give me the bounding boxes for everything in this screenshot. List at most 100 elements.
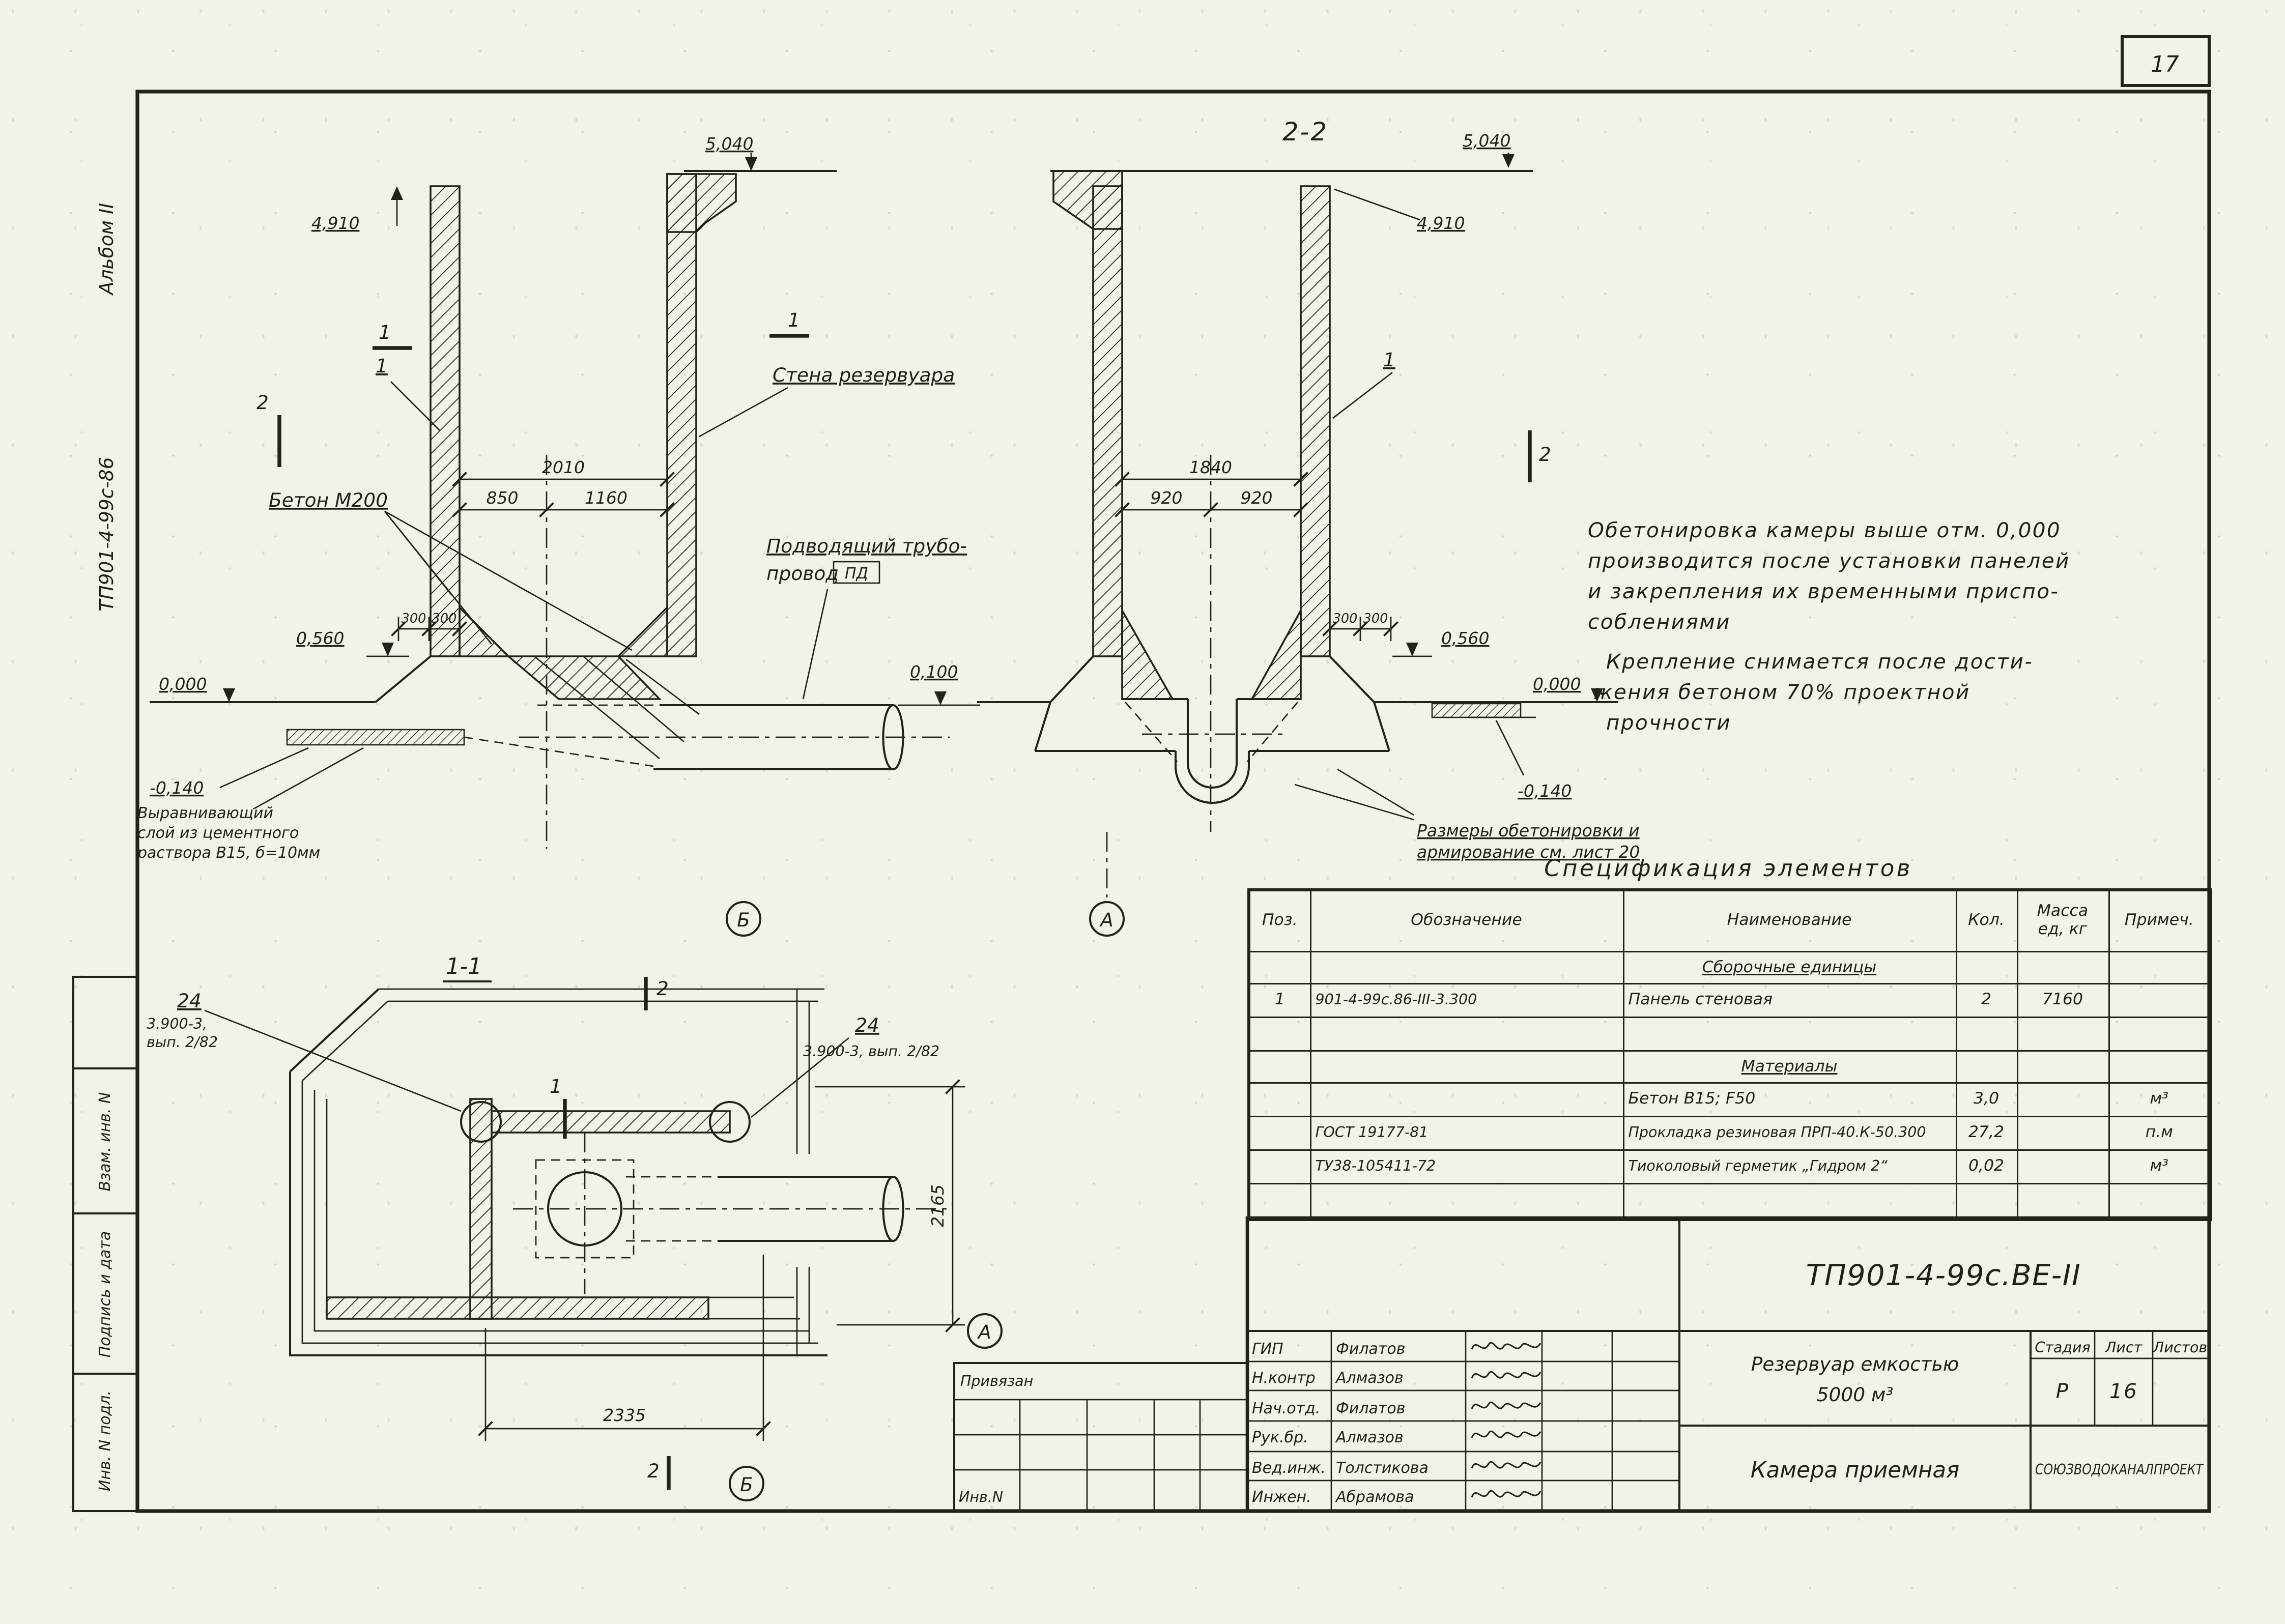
elev-0560-left: 0,560 bbox=[296, 628, 344, 648]
spec-cell-note bbox=[2107, 982, 2212, 1018]
spec-cell bbox=[1309, 950, 1624, 984]
binding-block: Привязан Инв.N bbox=[953, 1361, 1249, 1513]
title-block: ТП901-4-99с.ВЕ-II Резервуар емкостью 500… bbox=[1245, 1216, 2211, 1513]
elev-pipe: 0,100 bbox=[910, 662, 958, 682]
spec-header-name: Наименование bbox=[1622, 889, 1957, 952]
note-line-3: и закрепления их временными приспо- bbox=[1588, 579, 2059, 603]
panel-mark-right: 1 bbox=[1383, 349, 1395, 371]
spec-cell-desig: ГОСТ 19177-81 bbox=[1309, 1115, 1624, 1150]
pipe-label-2: провод bbox=[766, 562, 839, 585]
spec-cell bbox=[2016, 950, 2109, 984]
dim-2010: 2010 bbox=[542, 457, 585, 477]
dim-300a-left: 300 bbox=[402, 611, 426, 626]
dim-1840: 1840 bbox=[1189, 457, 1232, 477]
section-view-left: 5,040 4,910 1 1 1 2 Стена резервуара 201… bbox=[137, 134, 980, 937]
cut2-mark-right: 2 bbox=[1539, 443, 1551, 466]
spec-cell bbox=[1248, 1049, 1311, 1083]
spec-cell-name: Бетон В15; F50 bbox=[1622, 1081, 1957, 1117]
spec-cell-pos bbox=[1248, 1115, 1311, 1150]
spec-cell bbox=[2016, 1049, 2109, 1083]
spec-cell-qty: 27,2 bbox=[1955, 1115, 2018, 1150]
sig-role-4: Вед.инж. bbox=[1252, 1459, 1326, 1477]
joint-right-series: 3.900-3, вып. 2/82 bbox=[803, 1043, 939, 1060]
spec-header-note: Примеч. bbox=[2107, 889, 2212, 952]
elev-top-right: 5,040 bbox=[1463, 131, 1510, 151]
panel-mark-left: 1 bbox=[376, 355, 388, 377]
spec-cell bbox=[2107, 1049, 2212, 1083]
note-line-6: жения бетоном 70% проектной bbox=[1593, 680, 1970, 704]
dim-300a-right: 300 bbox=[1333, 611, 1358, 626]
spec-cell-note: м³ bbox=[2107, 1081, 2212, 1117]
joint-left-issue: вып. 2/82 bbox=[147, 1034, 218, 1051]
node-marker-a: А bbox=[1099, 909, 1113, 931]
specification-table: Поз. Обозначение Наименование Кол. Масса… bbox=[1247, 888, 2212, 1221]
screed-label-1: Выравнивающий bbox=[137, 804, 273, 822]
elev-panel-right: 4,910 bbox=[1417, 213, 1465, 233]
sig-role-5: Инжен. bbox=[1252, 1488, 1311, 1506]
spec-cell bbox=[2107, 1182, 2212, 1221]
general-notes: Обетонировка камеры выше отм. 0,000 прои… bbox=[1588, 518, 2070, 735]
section-2-2-title: 2-2 bbox=[1282, 117, 1328, 147]
plan-title: 1-1 bbox=[446, 954, 482, 979]
sig-name-3: Алмазов bbox=[1335, 1429, 1404, 1446]
sheet-value: 16 bbox=[2109, 1379, 2138, 1403]
subject-name: Камера приемная bbox=[1751, 1458, 1959, 1483]
spec-cell-qty: 3,0 bbox=[1955, 1081, 2018, 1117]
dim-2165: 2165 bbox=[928, 1184, 948, 1227]
dim-920b: 920 bbox=[1241, 488, 1273, 508]
spec-cell-pos bbox=[1248, 1148, 1311, 1184]
doc-number-label: ТП901-4-99с-86 bbox=[95, 457, 118, 611]
stage-value: Р bbox=[2056, 1379, 2070, 1403]
spec-cell bbox=[2016, 1016, 2109, 1051]
spec-cell-mass: 7160 bbox=[2016, 982, 2109, 1018]
spec-cell-note: м³ bbox=[2107, 1148, 2212, 1184]
note-line-2: производится после установки панелей bbox=[1588, 548, 2070, 573]
spec-header-pos: Поз. bbox=[1248, 889, 1311, 952]
sig-role-1: Н.контр bbox=[1252, 1369, 1316, 1387]
cut1-mark-b: 1 bbox=[788, 309, 800, 331]
dim-850: 850 bbox=[487, 488, 519, 508]
dim-300b-right: 300 bbox=[1363, 611, 1388, 626]
sig-name-5: Абрамова bbox=[1335, 1488, 1414, 1506]
spec-title: Спецификация элементов bbox=[1544, 855, 1912, 882]
screed-label-3: раствора В15, б=10мм bbox=[137, 844, 320, 862]
note-line-7: прочности bbox=[1606, 710, 1731, 735]
spec-cell bbox=[1955, 950, 2018, 984]
plan-cut2-top: 2 bbox=[656, 977, 669, 1000]
signature-marks bbox=[1471, 1342, 1541, 1498]
spec-cell-note: п.м bbox=[2107, 1115, 2212, 1150]
spec-cell bbox=[1309, 1049, 1624, 1083]
org-name: СОЮЗВОДОКАНАЛПРОЕКТ bbox=[2035, 1461, 2204, 1478]
pipe-tag: ПД bbox=[845, 565, 868, 583]
sig-role-0: ГИП bbox=[1252, 1340, 1283, 1358]
screed-label-2: слой из цементного bbox=[137, 824, 299, 842]
spec-cell-desig bbox=[1309, 1081, 1624, 1117]
sheet-header: Лист bbox=[2105, 1339, 2143, 1356]
section-view-2-2: 2-2 5,040 4,910 1 2 1840 920 920 300 300… bbox=[977, 117, 1640, 937]
joint-right-num: 24 bbox=[855, 1014, 879, 1036]
spec-cell-mass bbox=[2016, 1081, 2109, 1117]
elev-panel-left: 4,910 bbox=[311, 213, 359, 233]
spec-cell-qty: 0,02 bbox=[1955, 1148, 2018, 1184]
spec-cell-pos bbox=[1248, 1081, 1311, 1117]
spec-cell-name: Панель стеновая bbox=[1622, 982, 1957, 1018]
spec-cell-name: Прокладка резиновая ПРП-40.К-50.300 bbox=[1622, 1115, 1957, 1150]
elev-0560-right: 0,560 bbox=[1441, 628, 1489, 648]
spec-cell-mass bbox=[2016, 1148, 2109, 1184]
spec-header-mass: Масса ед, кг bbox=[2016, 889, 2109, 952]
sig-role-3: Рук.бр. bbox=[1252, 1429, 1308, 1446]
sig-name-2: Филатов bbox=[1336, 1400, 1405, 1417]
stage-header: Стадия bbox=[2035, 1339, 2090, 1356]
titleblock-doc-code: ТП901-4-99с.ВЕ-II bbox=[1806, 1259, 2081, 1292]
plan-cut1-mark: 1 bbox=[550, 1075, 562, 1097]
spec-cell bbox=[1248, 950, 1311, 984]
spec-cell-mass bbox=[2016, 1115, 2109, 1150]
spec-cell-qty: 2 bbox=[1955, 982, 2018, 1018]
pipe-label-1: Подводящий трубо- bbox=[766, 535, 967, 557]
privyazan-label: Привязан bbox=[960, 1373, 1033, 1389]
spec-cell-desig: ТУ38-105411-72 bbox=[1309, 1148, 1624, 1184]
spec-cell bbox=[1309, 1182, 1624, 1221]
elev-minus-left: -0,140 bbox=[150, 778, 204, 798]
